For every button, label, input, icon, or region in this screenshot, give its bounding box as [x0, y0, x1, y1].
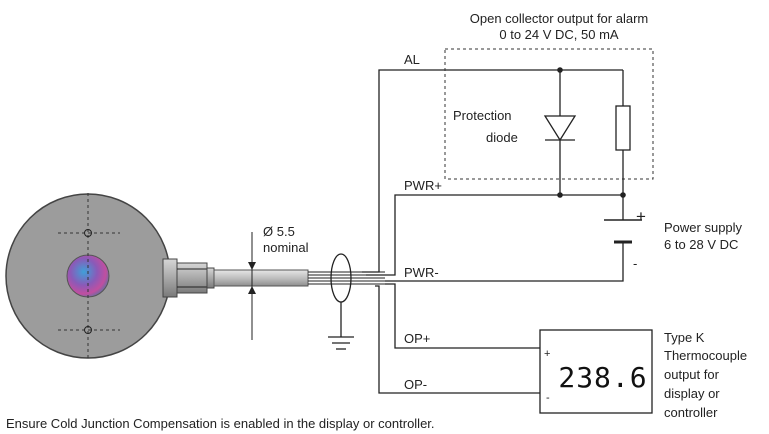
footnote: Ensure Cold Junction Compensation is ena…: [6, 416, 435, 431]
alarm-output-title: Open collector output for alarm: [470, 11, 648, 26]
output-label-line5: controller: [664, 405, 718, 420]
display-plus: +: [544, 348, 550, 360]
wire-label-op-plus: OP+: [404, 331, 430, 346]
power-supply-voltage: 6 to 28 V DC: [664, 237, 738, 252]
wire-pwr-plus: [366, 194, 623, 276]
power-supply-symbol: + - Power supply 6 to 28 V DC: [604, 195, 743, 271]
wire-label-op-minus: OP-: [404, 377, 427, 392]
cable-nominal-label: nominal: [263, 240, 309, 255]
thermocouple-output-label: Type K Thermocouple output for display o…: [664, 330, 747, 420]
output-label-line3: output for: [664, 367, 720, 382]
diode-symbol: [543, 115, 577, 142]
wiring: [362, 69, 624, 394]
alarm-output-enclosure: Open collector output for alarm 0 to 24 …: [444, 11, 654, 180]
output-label-line2: Thermocouple: [664, 348, 747, 363]
display-reading: 238.6: [558, 361, 647, 394]
cable-gland: [162, 258, 215, 298]
display-controller: + - 238.6: [539, 329, 653, 414]
resistor-symbol: [615, 105, 631, 151]
sensor-cable: [213, 269, 385, 287]
power-supply-minus: -: [633, 256, 637, 271]
power-supply-label: Power supply: [664, 220, 743, 235]
wire-op-minus: [375, 285, 540, 394]
cable-diameter-label: Ø 5.5: [263, 224, 295, 239]
alarm-circuit: Protection diode: [453, 67, 631, 198]
sensor-head: [5, 193, 171, 360]
wire-pwr-minus: [385, 242, 624, 282]
wire-op-plus: [385, 283, 540, 349]
protection-label: Protection: [453, 108, 512, 123]
wire-label-pwr-plus: PWR+: [404, 178, 442, 193]
wire-label-al: AL: [404, 52, 420, 67]
mounting-hole-marks: [58, 193, 120, 360]
cable-shield: [330, 253, 352, 337]
ground-icon: [328, 336, 354, 350]
power-supply-plus: +: [636, 207, 646, 226]
alarm-output-spec: 0 to 24 V DC, 50 mA: [499, 27, 619, 42]
diode-label: diode: [486, 130, 518, 145]
output-label-line1: Type K: [664, 330, 705, 345]
output-label-line4: display or: [664, 386, 720, 401]
display-minus: -: [546, 392, 550, 404]
cable-diameter-dimension: Ø 5.5 nominal: [248, 224, 309, 340]
wire-al: [362, 69, 560, 273]
wire-label-pwr-minus: PWR-: [404, 265, 439, 280]
